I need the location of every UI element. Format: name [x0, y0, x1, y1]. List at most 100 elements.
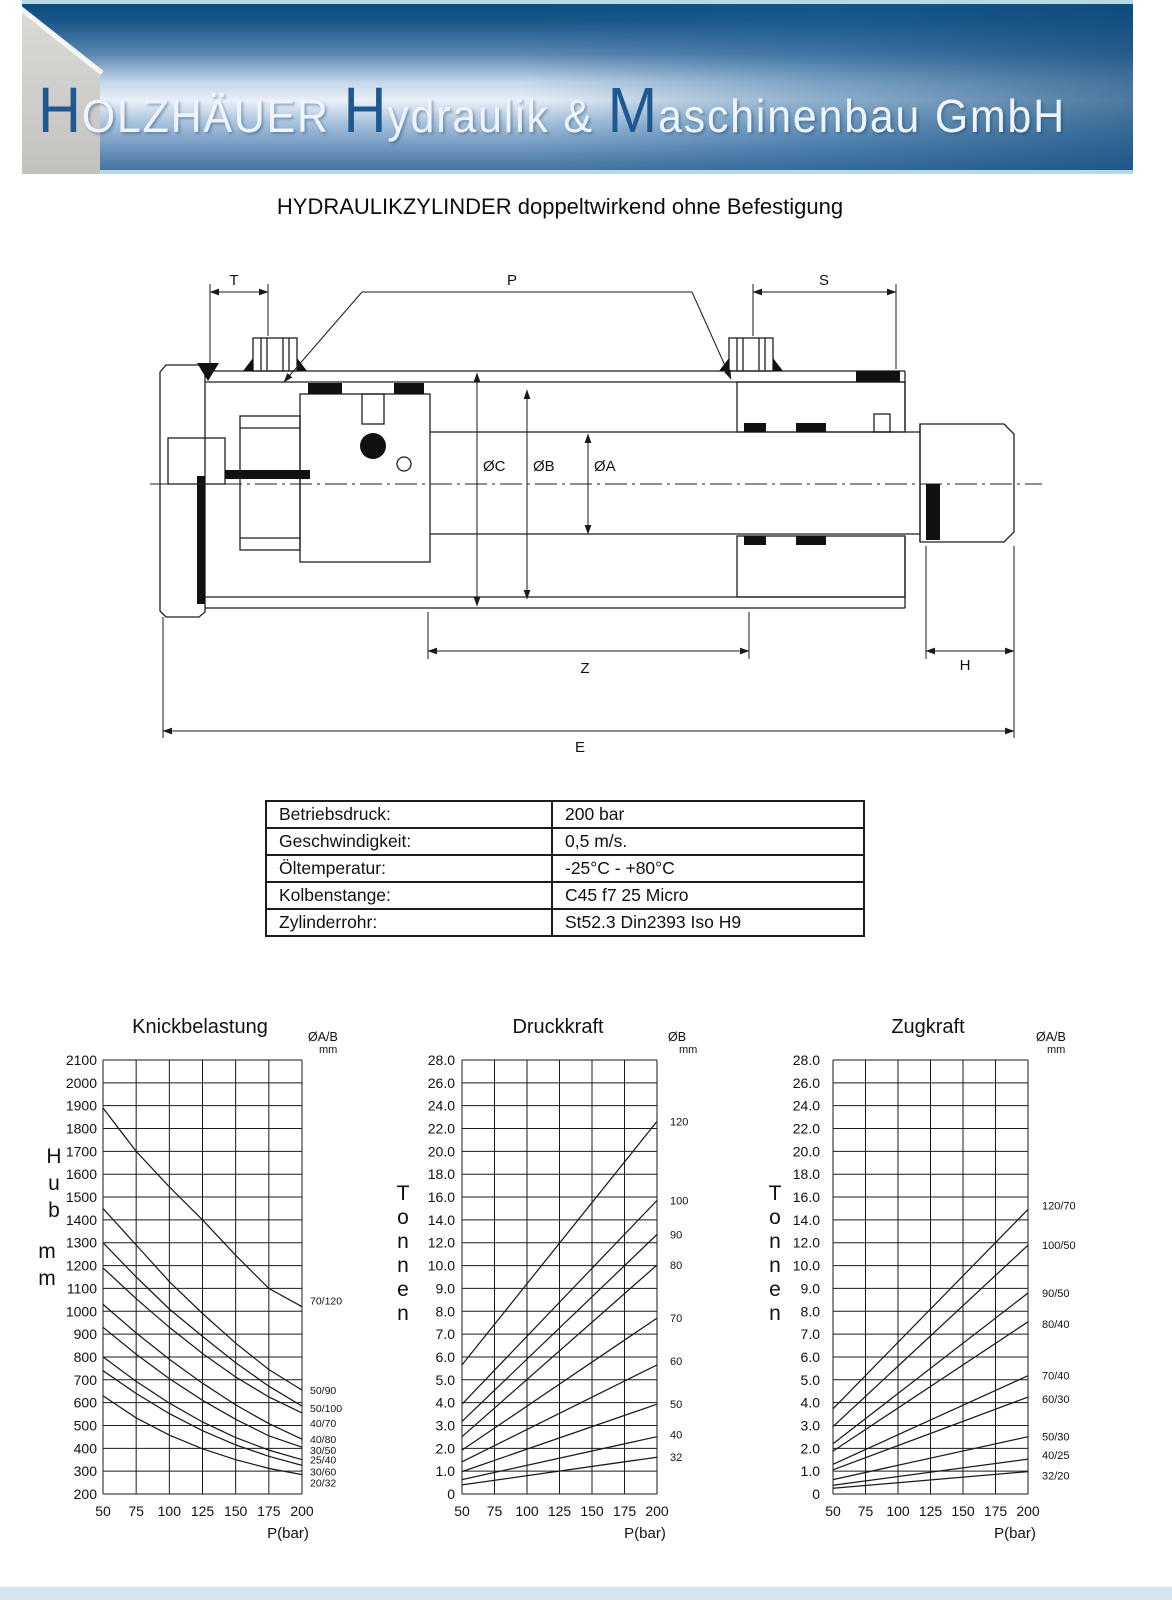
- y-tick-label: 1300: [66, 1235, 97, 1251]
- series-label: 70/120: [310, 1296, 342, 1308]
- y-axis-label-letter: n: [397, 1254, 409, 1277]
- house-logo-icon: [22, 6, 104, 174]
- series-label: 40/70: [310, 1418, 336, 1430]
- series-label: 100/50: [1042, 1240, 1076, 1252]
- series-line-100/50: [832, 1244, 1029, 1428]
- x-tick-label: 125: [548, 1503, 572, 1519]
- dim-label-h: H: [960, 657, 971, 674]
- y-tick-label: 24.0: [793, 1098, 820, 1114]
- dim-label-s: S: [819, 272, 829, 289]
- series-line-70: [461, 1317, 658, 1451]
- x-tick-label: 150: [224, 1503, 248, 1519]
- y-axis-label-letter: H: [46, 1145, 61, 1168]
- spec-value: St52.3 Din2393 Iso H9: [551, 908, 865, 937]
- y-tick-label: 500: [74, 1417, 98, 1433]
- y-tick-label: 900: [74, 1326, 98, 1342]
- y-tick-label: 1100: [67, 1280, 97, 1296]
- y-tick-label: 1.0: [801, 1463, 821, 1479]
- spec-row: Kolbenstange: C45 f7 25 Micro: [265, 881, 865, 910]
- series-label: 120/70: [1042, 1200, 1076, 1212]
- spec-value: -25°C - +80°C: [551, 854, 865, 883]
- x-tick-label: 75: [487, 1503, 503, 1519]
- series-label: 50: [670, 1399, 682, 1411]
- series-label: 70: [670, 1313, 682, 1325]
- y-tick-label: 3.0: [436, 1417, 456, 1433]
- x-axis-label: P(bar): [267, 1525, 309, 1542]
- y-axis-label-letter: n: [769, 1230, 781, 1253]
- series-label: 70/40: [1042, 1371, 1070, 1383]
- y-tick-label: 14.0: [793, 1212, 820, 1228]
- series-label: 90: [670, 1230, 682, 1242]
- series-label: 50/90: [310, 1385, 336, 1397]
- series-label: 40/80: [310, 1434, 336, 1446]
- series-label: 32: [670, 1452, 682, 1464]
- y-tick-label: 7.0: [436, 1326, 456, 1342]
- series-label: 80/40: [1042, 1319, 1070, 1331]
- series-label: 30/60: [310, 1466, 336, 1478]
- chart-title: Zugkraft: [891, 1016, 965, 1038]
- spec-row: Betriebsdruck: 200 bar: [265, 800, 865, 829]
- y-axis-label-letter: e: [397, 1278, 409, 1301]
- spec-value: 0,5 m/s.: [551, 827, 865, 856]
- y-tick-label: 2.0: [801, 1440, 821, 1456]
- x-tick-label: 200: [290, 1503, 314, 1519]
- series-line-30/60: [102, 1370, 303, 1467]
- dim-label-da: ØA: [594, 458, 616, 475]
- spec-row: Geschwindigkeit: 0,5 m/s.: [265, 827, 865, 856]
- y-axis-label-letter: n: [397, 1230, 409, 1253]
- x-tick-label: 50: [454, 1503, 470, 1519]
- series-line-50/90: [102, 1208, 303, 1391]
- series-line-70/120: [102, 1107, 303, 1308]
- y-tick-label: 9.0: [436, 1280, 456, 1296]
- y-tick-label: 300: [74, 1463, 98, 1479]
- y-tick-label: 1700: [66, 1143, 97, 1159]
- y-tick-label: 10.0: [793, 1258, 820, 1274]
- series-line-32: [461, 1456, 658, 1486]
- x-tick-label: 50: [825, 1503, 841, 1519]
- series-line-40/25: [832, 1458, 1029, 1486]
- chart-title: Knickbelastung: [132, 1016, 268, 1038]
- footer-bar: [0, 1587, 1172, 1600]
- x-tick-label: 75: [128, 1503, 144, 1519]
- logo-word: OLZHÄUER: [81, 90, 344, 142]
- logo-initial: H: [38, 74, 82, 146]
- series-line-30/50: [102, 1326, 303, 1448]
- series-label: 50/100: [310, 1403, 342, 1415]
- right-axis-title: ØB: [668, 1030, 686, 1044]
- series-line-50: [461, 1403, 658, 1473]
- y-tick-label: 2.0: [436, 1440, 456, 1456]
- spec-value: C45 f7 25 Micro: [551, 881, 865, 910]
- y-axis-label-letter: n: [397, 1302, 409, 1325]
- cylinder-body: [150, 337, 1042, 618]
- dim-label-t: T: [229, 272, 238, 289]
- spec-label: Geschwindigkeit:: [265, 827, 553, 856]
- y-tick-label: 3.0: [801, 1417, 821, 1433]
- series-line-90: [461, 1234, 658, 1422]
- dim-label-db: ØB: [533, 458, 555, 475]
- y-tick-label: 7.0: [801, 1326, 821, 1342]
- y-tick-label: 14.0: [428, 1212, 455, 1228]
- right-axis-unit: mm: [679, 1044, 697, 1056]
- spec-label: Zylinderrohr:: [265, 908, 553, 937]
- page-title: HYDRAULIKZYLINDER doppeltwirkend ohne Be…: [276, 194, 844, 219]
- y-tick-label: 26.0: [428, 1075, 455, 1091]
- y-tick-label: 9.0: [801, 1280, 821, 1296]
- y-tick-label: 28.0: [428, 1052, 455, 1068]
- series-line-50/100: [102, 1242, 303, 1407]
- spec-row: Zylinderrohr: St52.3 Din2393 Iso H9: [265, 908, 865, 937]
- y-tick-label: 20.0: [793, 1143, 820, 1159]
- y-tick-label: 1400: [66, 1212, 97, 1228]
- chart-grid: [832, 1059, 1029, 1495]
- series-line-90/50: [832, 1292, 1029, 1445]
- right-axis-unit: mm: [319, 1044, 337, 1056]
- series-line-120/70: [832, 1208, 1029, 1410]
- series-line-40/70: [102, 1267, 303, 1414]
- x-tick-label: 200: [1016, 1503, 1040, 1519]
- x-axis-label: P(bar): [994, 1525, 1036, 1542]
